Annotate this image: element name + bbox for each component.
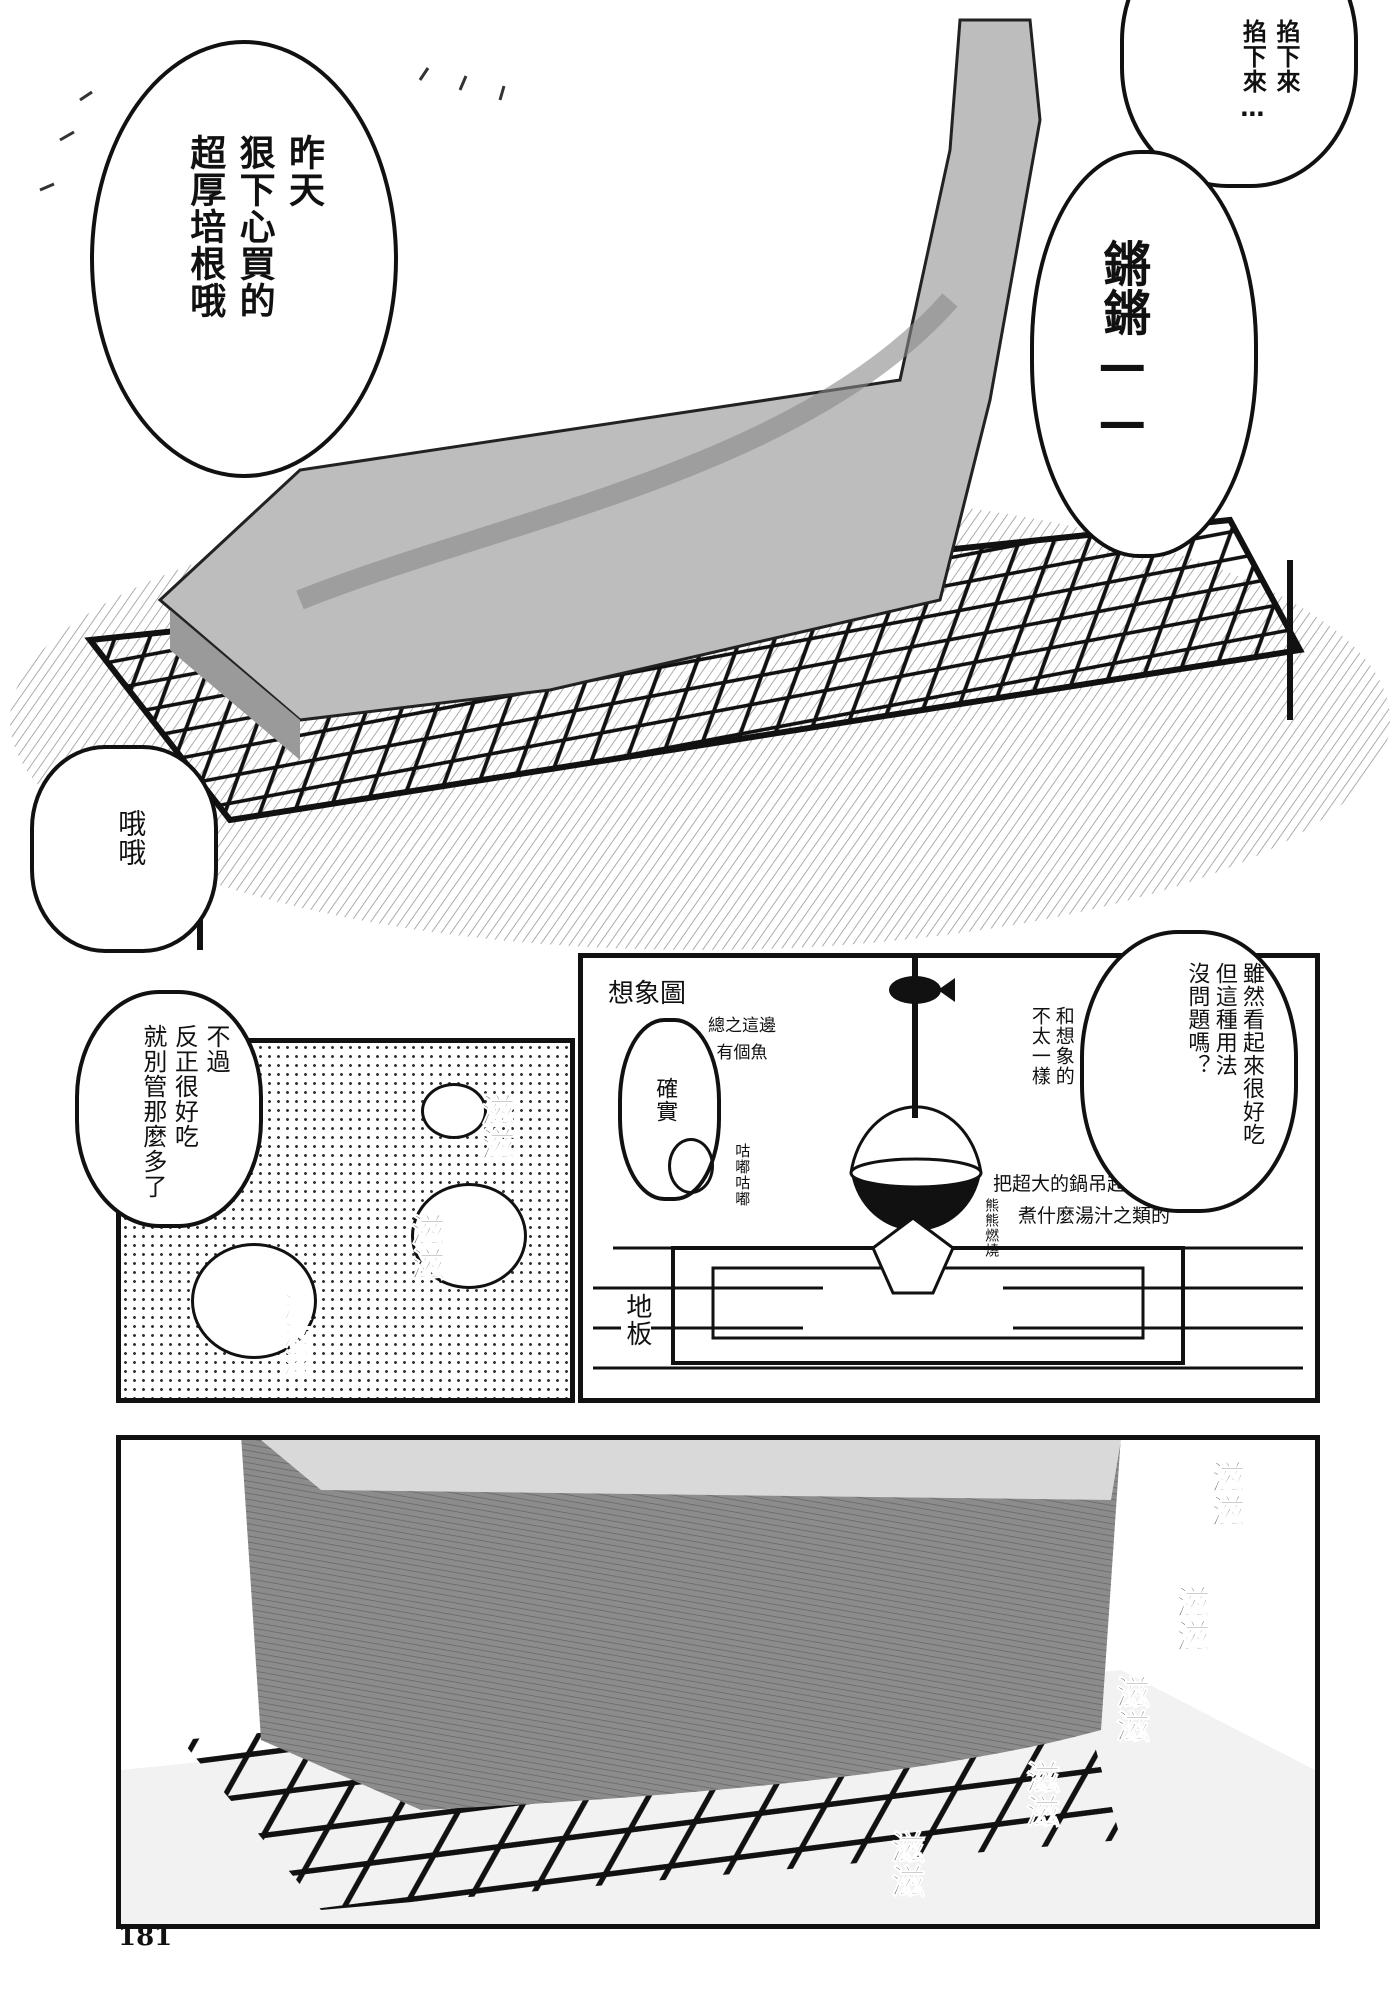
- different-note: 和想象的 不太一樣: [1028, 1006, 1075, 1086]
- note-line: 有個魚: [716, 1043, 768, 1064]
- sfx-sizzle: 滋滋: [474, 1093, 515, 1162]
- bottom-panel: 滋滋 滋滋 滋滋 滋滋 滋滋: [116, 1435, 1320, 1929]
- bubble-text-line: 沒問題嗎？: [1184, 962, 1210, 1077]
- sfx-sizzle: 滋滋滋: [279, 1293, 313, 1378]
- sfx-sizzle: 滋滋: [1169, 1585, 1210, 1654]
- sfx-sizzle: 滋滋: [404, 1213, 445, 1282]
- speech-bubble-ooh: 哦哦: [30, 745, 218, 953]
- bubble-text-line: 反正很好吃: [170, 1024, 199, 1149]
- fire-sfx: 熊熊燃燒: [983, 1198, 1000, 1258]
- pot-note: 把超大的鍋吊起來 煮什麼湯汁之類的: [993, 1168, 1170, 1233]
- sfx-sizzle: 滋滋: [1019, 1760, 1060, 1829]
- note-line: 煮什麼湯汁之類的: [1018, 1205, 1171, 1228]
- bubble-text-line: 狠下心買的: [233, 134, 275, 319]
- note-line: 把超大的鍋吊起來: [993, 1173, 1146, 1195]
- bubble-text-line: 掐下來…: [1238, 19, 1267, 123]
- cloud-bubble: [411, 1183, 527, 1289]
- bubble-text-line: 但這種用法: [1211, 962, 1237, 1077]
- bubble-text-indeed: 確實: [652, 1077, 678, 1123]
- bacon-closeup-illustration: [121, 1440, 1315, 1924]
- bubble-text-line: 雖然看起來很好吃: [1239, 962, 1264, 1146]
- character-face-girl: [668, 1138, 714, 1194]
- cloud-bubble: [421, 1083, 487, 1139]
- page-number: 181: [118, 1922, 173, 1952]
- bubble-text-line: 就別管那麼多了: [138, 1024, 167, 1199]
- speech-bubble-tada: 鏘鏘——: [1030, 150, 1258, 558]
- bubble-text-tada: 鏘鏘——: [1094, 239, 1151, 451]
- note-line: 不太一樣: [1028, 1006, 1051, 1086]
- bubble-text-ooh: 哦哦: [114, 809, 148, 867]
- bubble-text-line: 超厚培根哦: [184, 134, 226, 319]
- bubble-text-line: 掐下來: [1272, 19, 1300, 94]
- sfx-sizzle: 滋滋: [1204, 1460, 1245, 1529]
- note-line: 和想象的: [1052, 1006, 1075, 1086]
- sfx-sizzle: 滋滋: [1109, 1675, 1150, 1744]
- panel-title: 想象圖: [608, 979, 687, 1009]
- top-panel: 昨天 狠下心買的 超厚培根哦 掐下來 掐下來… 鏘鏘—— 哦哦: [0, 0, 1400, 953]
- speech-bubble-dont-mind: 不過 反正很好吃 就別管那麼多了: [75, 990, 263, 1228]
- speech-bubble-bacon: 昨天 狠下心買的 超厚培根哦: [90, 40, 398, 478]
- note-line: 總之這邊: [708, 1016, 776, 1036]
- cloud-bubble: [191, 1243, 317, 1359]
- hanging-pot-illustration: [593, 958, 1303, 1370]
- fish-note: 總之這邊 有個魚: [708, 1013, 776, 1067]
- fish-icon: [889, 976, 941, 1004]
- sfx-sizzle: 滋滋: [884, 1830, 925, 1899]
- floor-label: 地板: [621, 1293, 652, 1347]
- speech-bubble-question: 雖然看起來很好吃 但這種用法 沒問題嗎？: [1080, 930, 1298, 1213]
- bubble-text-line: 昨天: [283, 134, 324, 208]
- bubbling-sfx: 咕嘟咕嘟: [733, 1143, 752, 1207]
- bacon-on-grill-illustration: [10, 18, 1390, 950]
- bubble-text-line: 不過: [202, 1024, 230, 1074]
